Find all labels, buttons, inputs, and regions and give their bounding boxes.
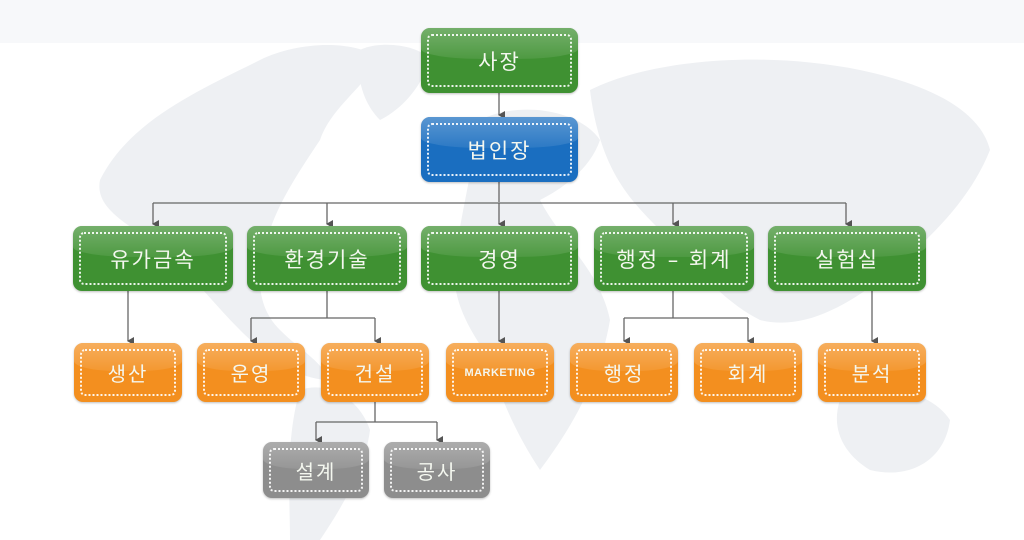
node-team-accounting[interactable]: 회계 bbox=[694, 343, 802, 402]
node-dept-lab[interactable]: 실험실 bbox=[768, 226, 926, 291]
node-team-label: 운영 bbox=[230, 362, 272, 386]
node-subteam-label: 설계 bbox=[295, 459, 337, 484]
node-subteam-label: 공사 bbox=[416, 459, 458, 484]
node-ceo-label: 사장 bbox=[478, 49, 521, 74]
node-dept-precious-metals[interactable]: 유가금속 bbox=[73, 226, 233, 291]
node-corporate-head-label: 법인장 bbox=[467, 138, 532, 163]
node-team-label: MARKETING bbox=[464, 366, 536, 379]
map-greenland bbox=[358, 44, 430, 120]
node-dept-admin-accounting[interactable]: 행정 – 회계 bbox=[594, 226, 754, 291]
node-team-construction[interactable]: 건설 bbox=[321, 343, 429, 402]
node-ceo[interactable]: 사장 bbox=[421, 28, 578, 93]
node-team-label: 분석 bbox=[851, 362, 893, 386]
node-dept-label: 실험실 bbox=[815, 247, 879, 272]
map-north-america bbox=[99, 45, 380, 380]
node-dept-label: 경영 bbox=[478, 247, 521, 272]
node-team-admin[interactable]: 행정 bbox=[570, 343, 678, 402]
node-team-analysis[interactable]: 분석 bbox=[818, 343, 926, 402]
map-australia bbox=[836, 389, 950, 473]
node-team-marketing[interactable]: MARKETING bbox=[446, 343, 554, 402]
connector-build-subteams bbox=[316, 402, 437, 423]
node-team-label: 생산 bbox=[107, 362, 149, 386]
connector-dept2-teams bbox=[251, 291, 375, 319]
node-team-label: 회계 bbox=[727, 362, 769, 386]
connector-dept4-teams bbox=[624, 291, 748, 319]
node-subteam-design[interactable]: 설계 bbox=[263, 442, 369, 498]
node-team-production[interactable]: 생산 bbox=[74, 343, 182, 402]
node-dept-management[interactable]: 경영 bbox=[421, 226, 578, 291]
node-dept-label: 행정 – 회계 bbox=[616, 247, 732, 272]
node-dept-label: 환경기술 bbox=[284, 247, 370, 272]
node-corporate-head[interactable]: 법인장 bbox=[421, 117, 578, 182]
node-team-label: 행정 bbox=[603, 362, 645, 386]
node-subteam-construct[interactable]: 공사 bbox=[384, 442, 490, 498]
node-dept-label: 유가금속 bbox=[110, 247, 196, 272]
node-dept-env-tech[interactable]: 환경기술 bbox=[247, 226, 407, 291]
node-team-operations[interactable]: 운영 bbox=[197, 343, 305, 402]
node-team-label: 건설 bbox=[354, 362, 396, 386]
